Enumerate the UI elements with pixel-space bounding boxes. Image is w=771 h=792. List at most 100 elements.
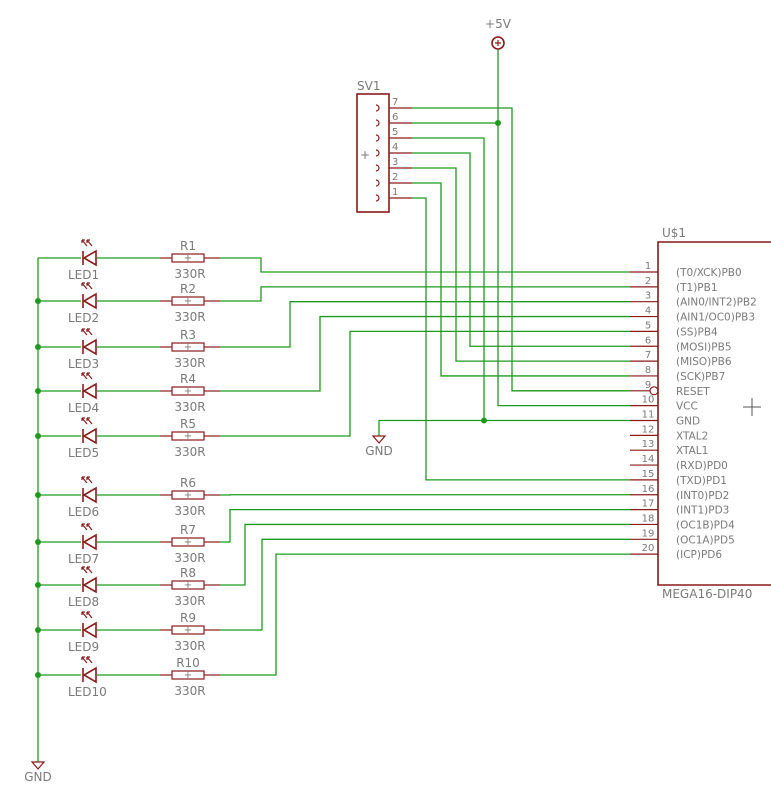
led5-arrow-2	[86, 417, 93, 425]
led2-rail-junction	[35, 298, 41, 304]
mcu-pin-3-name: (AIN0/INT2)PB2	[676, 297, 757, 309]
wires-layer	[35, 49, 630, 762]
header-pin-3-to-miso-wire	[412, 167, 630, 362]
header-pin-1-to-txd-wire	[412, 197, 630, 481]
mcu-pin-8-name: (SCK)PB7	[676, 371, 725, 383]
resistor-7-value: 330R	[174, 551, 205, 565]
mcu-pin-14-number: 14	[642, 454, 655, 465]
led9	[81, 611, 97, 639]
header-sv1-pin-5-socket	[375, 134, 380, 142]
resistor-2-to-mcu-pin-2-wire	[220, 286, 630, 302]
led2-arrow-2	[86, 282, 93, 290]
resistor-8-mark: +	[184, 580, 192, 591]
led5-label: LED5	[68, 446, 99, 460]
resistor-6-value: 330R	[174, 504, 205, 518]
mcu-pin-13-name: XTAL1	[676, 445, 708, 457]
led10-label: LED10	[68, 685, 107, 699]
led-ground-symbol-symbol	[30, 761, 46, 770]
resistor-3-name: R3	[180, 328, 196, 342]
led1-label: LED1	[68, 268, 99, 282]
mcu-pin-1-number: 1	[645, 261, 651, 272]
resistor-8	[160, 580, 220, 590]
mcu-pin-10-name: VCC	[676, 401, 698, 413]
mcu-pin-7-number: 7	[645, 350, 651, 361]
resistor-8-value: 330R	[174, 594, 205, 608]
resistor-2-value: 330R	[174, 310, 205, 324]
resistor-9-value: 330R	[174, 639, 205, 653]
mcu-pin-5-name: (SS)PB4	[676, 326, 718, 338]
mcu-pin-11-number: 11	[642, 410, 655, 421]
mcu-pin-6-name: (MOSI)PB5	[676, 341, 732, 353]
resistor-10-to-mcu-pin-20-wire	[220, 553, 630, 676]
mcu-body	[657, 241, 771, 586]
header-pin-7-to-reset-wire	[412, 107, 630, 392]
resistor-5	[160, 431, 220, 441]
header-supply-junction	[495, 120, 501, 126]
led10	[81, 656, 97, 684]
led5-rail-junction	[35, 433, 41, 439]
header-sv1-pin-1-number: 1	[392, 187, 398, 198]
mcu-pin-17-number: 17	[642, 499, 655, 510]
header-sv1-pin-3-number: 3	[392, 157, 398, 168]
led1-triangle	[82, 249, 97, 267]
led4-rail-junction	[35, 388, 41, 394]
mcu-ground-symbol	[371, 435, 387, 444]
resistor-10	[160, 670, 220, 680]
led3-arrow-1	[81, 328, 88, 336]
resistor-1	[160, 253, 220, 263]
mcu-ground-symbol-label: GND	[365, 444, 393, 458]
header-sv1-pin-2-socket	[375, 179, 380, 187]
supply-label: +5V	[485, 17, 512, 31]
resistor-3	[160, 342, 220, 352]
header-pin-2-to-sck-wire	[412, 182, 630, 377]
header-sv1-pin-7-socket	[375, 104, 380, 112]
resistor-6-mark: +	[184, 490, 192, 501]
mcu-pin-17-name: (INT1)PD3	[676, 505, 729, 517]
resistor-7-mark: +	[184, 537, 192, 548]
mcu-pin-3-number: 3	[645, 291, 651, 302]
header-pin-5-to-gnd-wire	[412, 137, 485, 421]
led10-arrow-2	[86, 656, 93, 664]
mcu-pin-15-name: (TXD)PD1	[676, 475, 727, 487]
led1-arrow-1	[81, 239, 88, 247]
mcu-value: MEGA16-DIP40	[662, 587, 752, 601]
resistor-3-mark: +	[184, 342, 192, 353]
resistor-8-name: R8	[180, 566, 196, 580]
led5-triangle	[82, 427, 97, 445]
header-sv1-pin-3-socket	[375, 164, 380, 172]
resistor-4	[160, 386, 220, 396]
mcu-gnd-junction	[481, 417, 487, 424]
mcu-pin-12-name: XTAL2	[676, 430, 708, 442]
resistor-7-to-mcu-pin-17-wire	[220, 508, 630, 543]
led-ground-symbol	[30, 761, 46, 770]
header-sv1-pin-6-socket	[375, 119, 380, 127]
resistor-9	[160, 625, 220, 635]
led5	[81, 417, 97, 445]
origin-crosshair	[743, 398, 761, 416]
mcu-pin-4-name: (AIN1/OC0)PB3	[676, 312, 755, 324]
led6-arrow-2	[86, 476, 93, 484]
resistor-2	[160, 296, 220, 306]
resistor-10-value: 330R	[174, 684, 205, 698]
mcu-gnd-wire	[378, 419, 630, 436]
supply-symbol-plus	[495, 40, 501, 46]
mcu-pin-18-number: 18	[642, 513, 655, 524]
led6	[81, 476, 97, 504]
mcu-pin-10-number: 10	[642, 395, 655, 406]
header-sv1-pin-4-number: 4	[392, 142, 398, 153]
led10-arrow-1	[81, 656, 88, 664]
led4-label: LED4	[68, 401, 99, 415]
led9-rail-junction	[35, 627, 41, 633]
led6-arrow-1	[81, 476, 88, 484]
resistor-1-to-mcu-pin-1-wire	[220, 257, 630, 273]
resistor-5-mark: +	[184, 431, 192, 442]
resistor-6-name: R6	[180, 476, 196, 490]
led6-triangle	[82, 486, 97, 504]
mcu-pin-2-name: (T1)PB1	[676, 282, 718, 294]
mcu-pin-18-name: (OC1B)PD4	[676, 519, 735, 531]
header-sv1-pin-5-number: 5	[392, 127, 398, 138]
led3	[81, 328, 97, 356]
mcu-pin-8-number: 8	[645, 365, 651, 376]
mcu-name: U$1	[662, 226, 686, 240]
resistor-4-value: 330R	[174, 400, 205, 414]
